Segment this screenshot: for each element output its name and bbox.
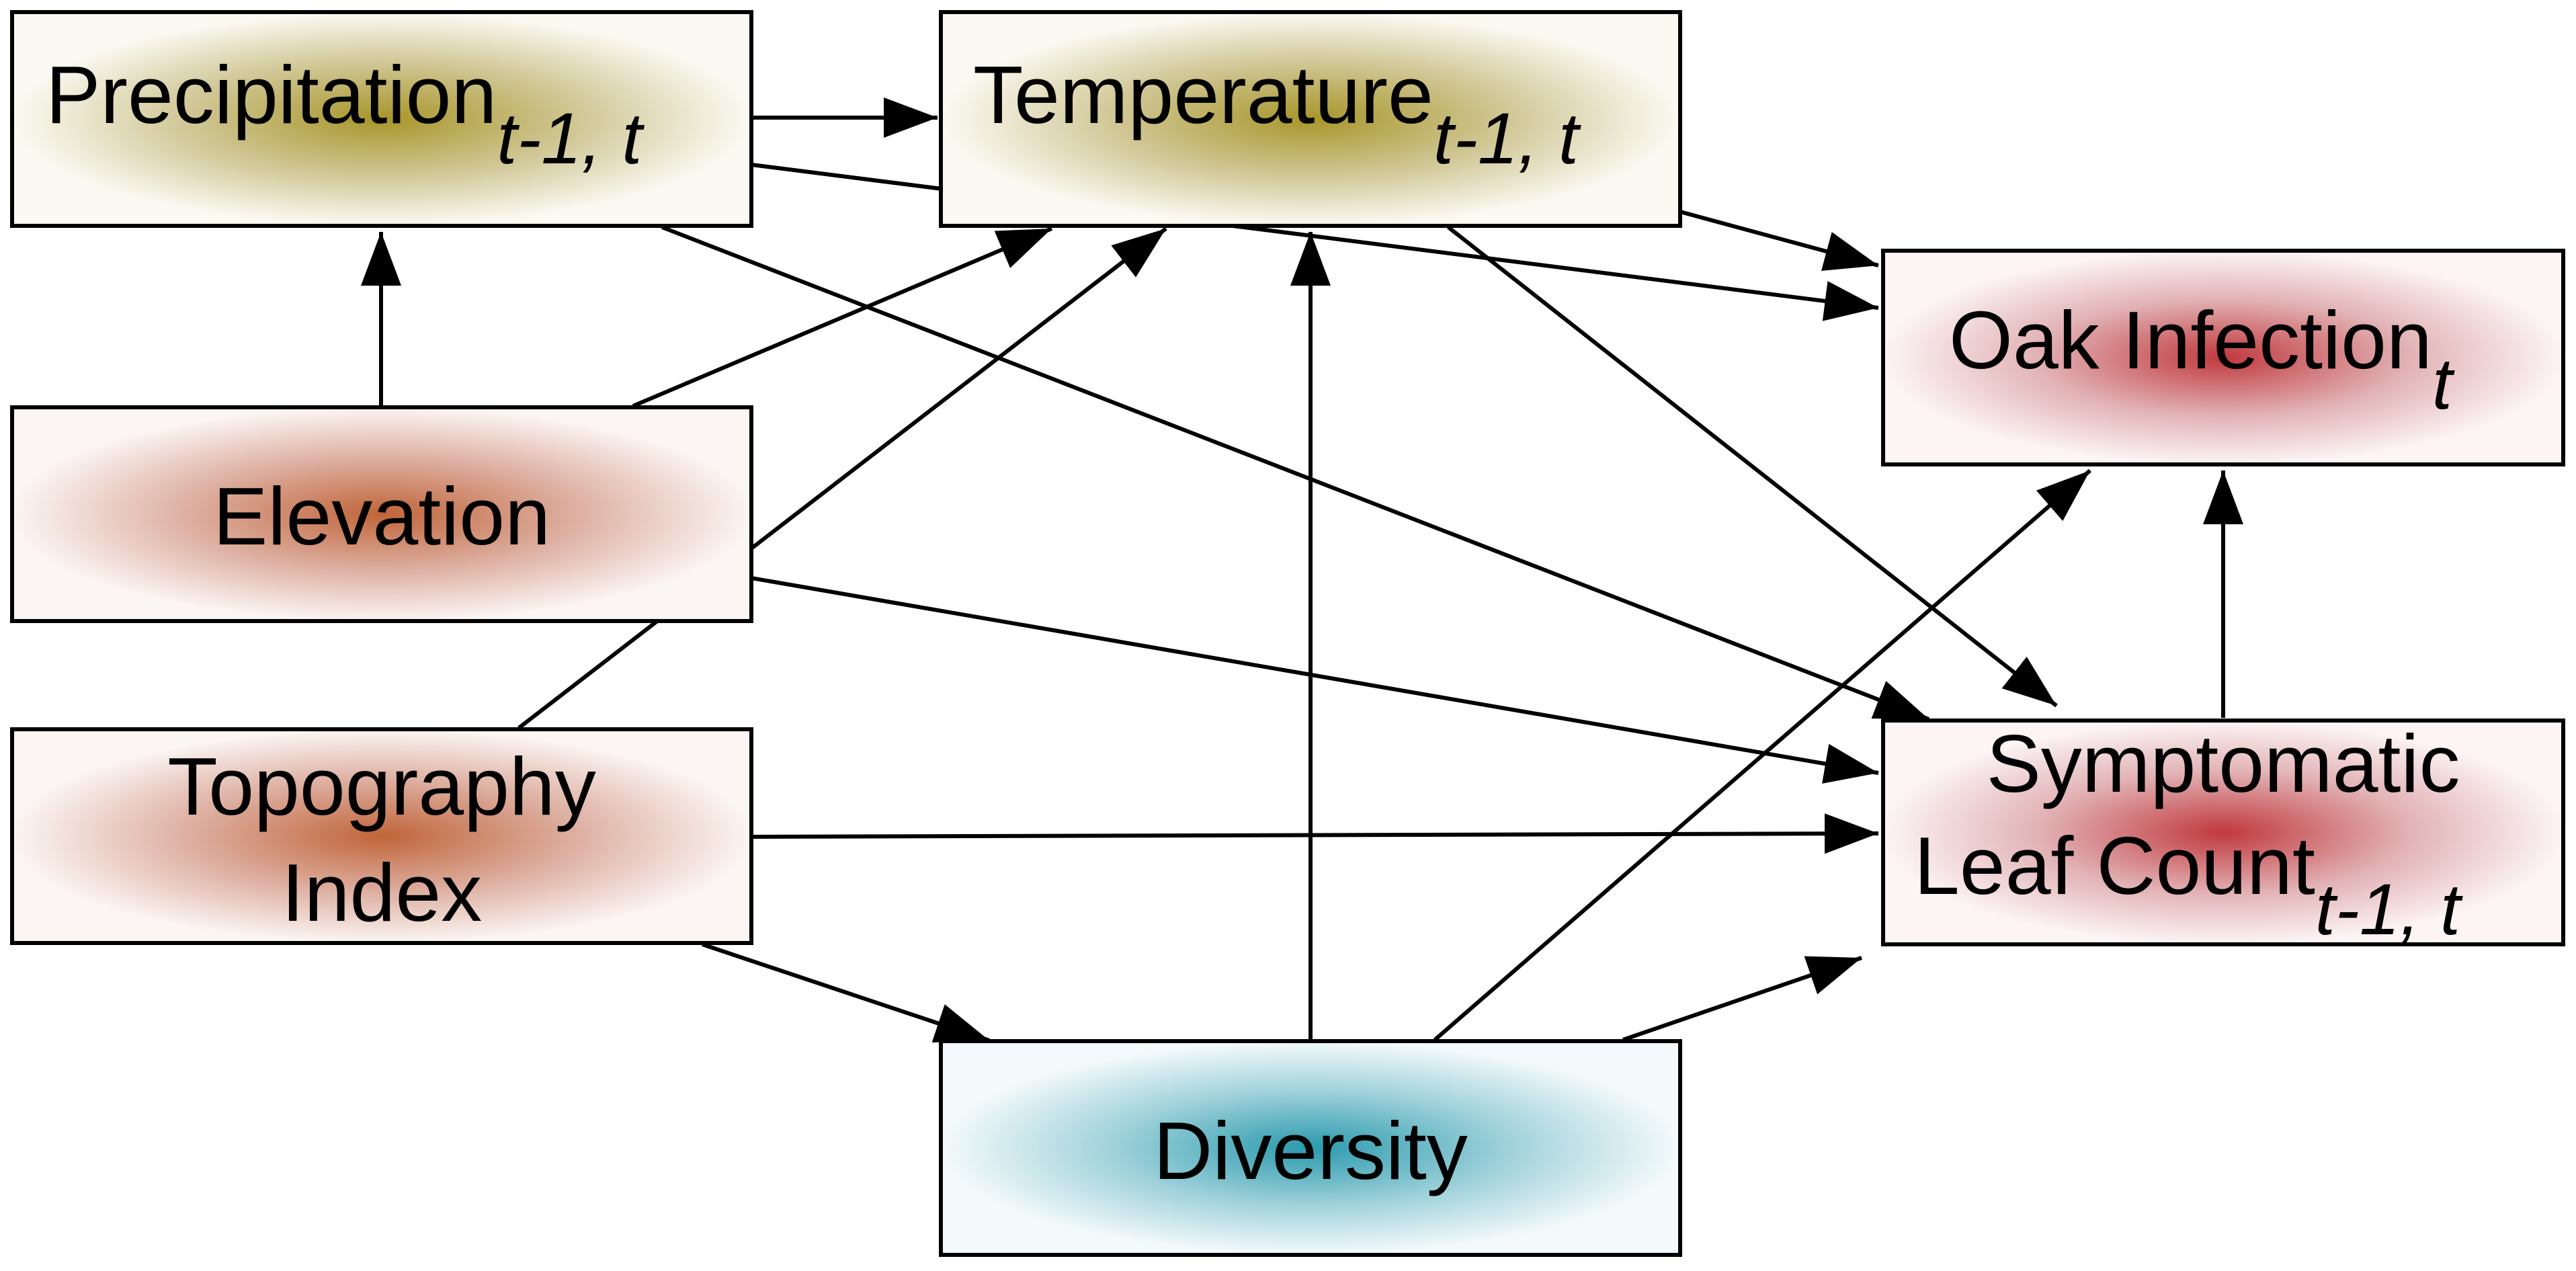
node-elevation-label: Elevation [213, 470, 550, 562]
edge-temperature-to-oak-infection [1679, 210, 1879, 272]
edge-topography-index-to-diversity [702, 942, 990, 1043]
edge-topography-index-to-temperature [517, 227, 1167, 730]
edges [361, 97, 2243, 1043]
node-precipitation: Precipitationt-1, t [10, 10, 753, 228]
node-precipitation-label: Precipitation [46, 49, 497, 140]
node-diversity-label: Diversity [1153, 1105, 1468, 1196]
edge-topography-index-to-symptomatic-leaf-count [751, 813, 1879, 854]
node-temperature: Temperaturet-1, t [939, 10, 1682, 228]
svg-text:Oak Infectiont: Oak Infectiont [1949, 294, 2455, 424]
node-temperature-label: Temperature [973, 49, 1434, 140]
node-symptomatic-leaf-count: Symptomatic Leaf Countt-1, t [1881, 718, 2565, 950]
node-topography-index-line2: Index [282, 847, 482, 938]
node-temperature-subscript: t-1, t [1434, 97, 1581, 179]
svg-text:Precipitationt-1, t: Precipitationt-1, t [46, 49, 645, 179]
node-symptomatic-leaf-count-subscript: t-1, t [2315, 868, 2463, 950]
node-oak-infection: Oak Infectiont [1881, 249, 2565, 466]
node-topography-index-line1: Topography [167, 741, 596, 832]
edge-precipitation-to-symptomatic-leaf-count [661, 225, 1930, 721]
node-symptomatic-leaf-count-line1: Symptomatic [1986, 718, 2460, 809]
edge-diversity-to-symptomatic-leaf-count [1622, 956, 1862, 1042]
svg-text:Temperaturet-1, t: Temperaturet-1, t [973, 49, 1581, 179]
nodes: Precipitationt-1, t Temperaturet-1, t Oa… [10, 10, 2565, 1257]
edge-elevation-to-temperature [632, 227, 1053, 408]
node-topography-index: Topography Index [10, 727, 753, 945]
node-precipitation-subscript: t-1, t [497, 97, 645, 179]
edge-temperature-to-symptomatic-leaf-count [1447, 225, 2058, 708]
node-elevation: Elevation [10, 405, 753, 623]
node-oak-infection-subscript: t [2432, 343, 2455, 424]
edge-elevation-to-symptomatic-leaf-count [751, 576, 1879, 784]
node-symptomatic-leaf-count-line2: Leaf Count [1914, 820, 2315, 911]
edge-diversity-to-oak-infection [1434, 468, 2091, 1042]
node-diversity: Diversity [939, 1039, 1682, 1257]
node-oak-infection-label: Oak Infection [1949, 294, 2432, 386]
svg-text:Leaf Countt-1, t: Leaf Countt-1, t [1914, 820, 2463, 950]
